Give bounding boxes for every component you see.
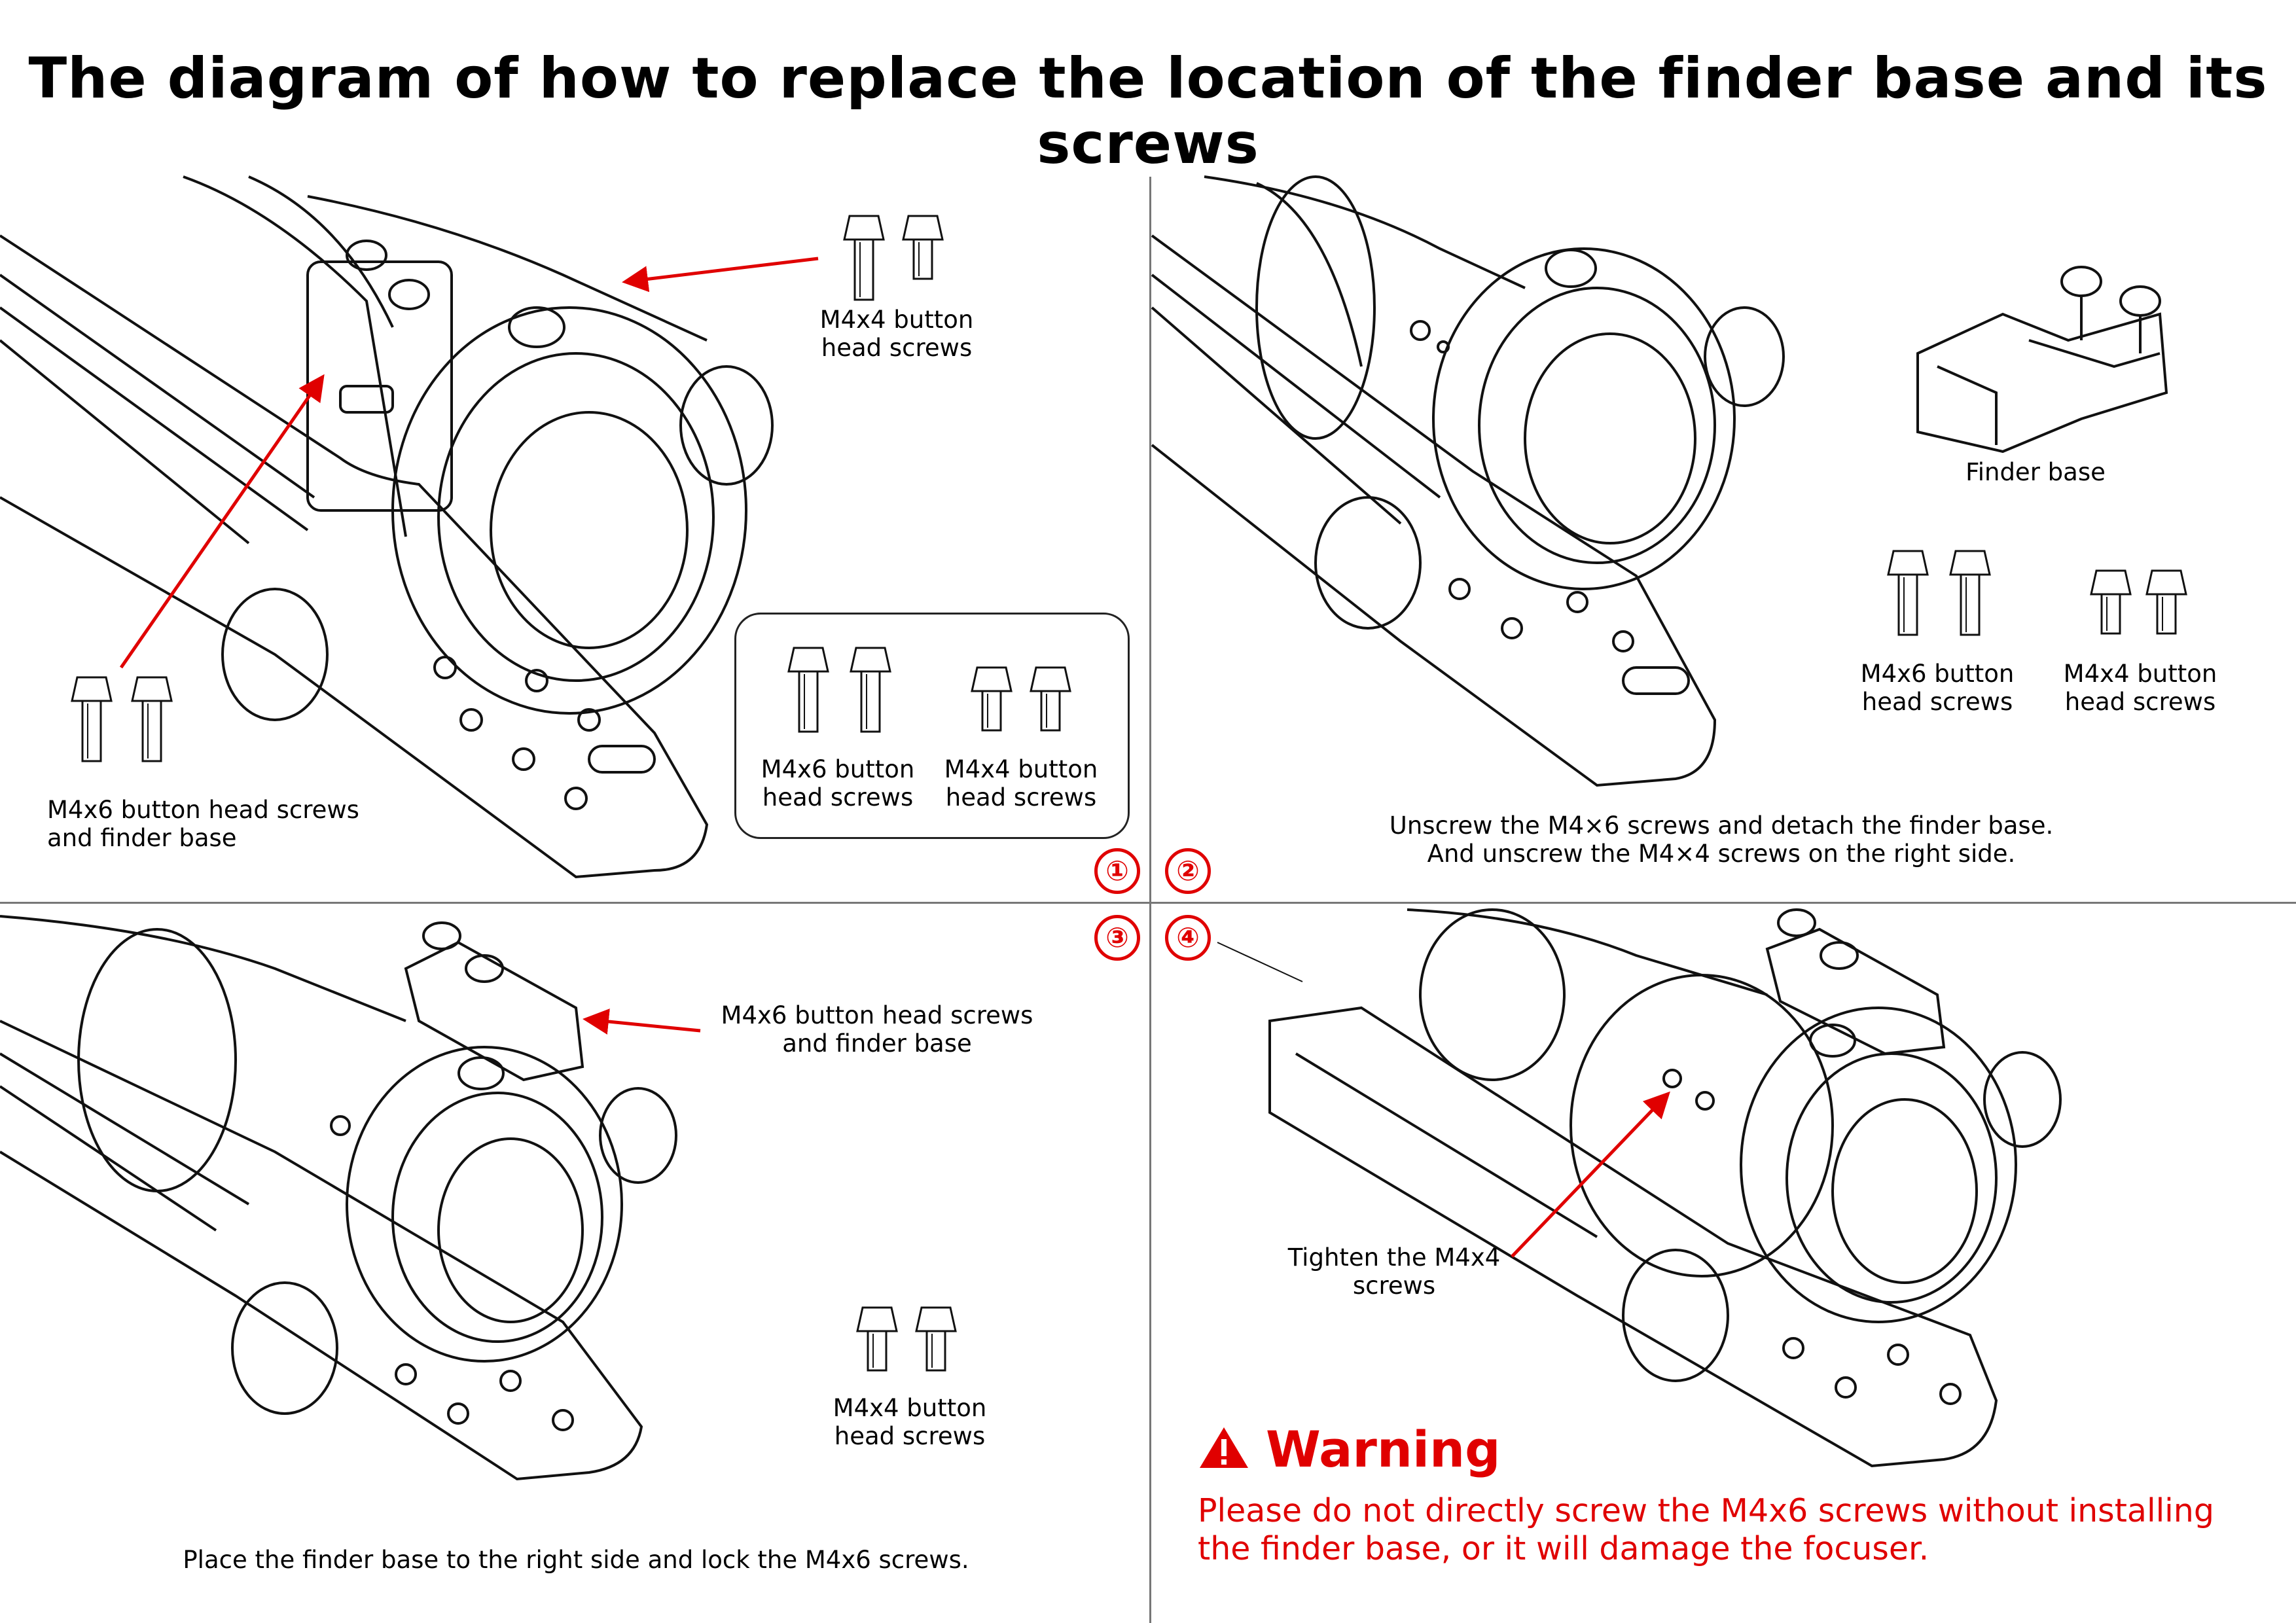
legend-m4x4-label: M4x4 button head screws [944,755,1098,812]
panel-1-m4x4-screw-icon [843,215,885,301]
panel-2-m4x4-label: M4x4 button head screws [2063,660,2217,716]
panel-divider-horizontal [0,902,2296,904]
step-number-1: ① [1094,848,1140,894]
warning-heading: Warning [1198,1420,1501,1482]
step-number-2: ② [1165,848,1211,894]
legend-m4x6-label: M4x6 button head screws [761,755,915,812]
panel-3-m4x4-screw-icon [856,1306,898,1372]
screw-legend-box [734,613,1130,839]
panel-1-m4x6-screw-icon-2 [131,676,173,762]
panel-4-leader-line [1217,942,1303,982]
panel-4-tighten-label: Tighten the M4x4 screws [1287,1243,1501,1300]
panel-3-m4x6-label: M4x6 button head screws and finder base [721,1001,1033,1058]
panel-1-m4x4-label: M4x4 button head screws [819,306,974,362]
warning-text: Please do not directly screw the M4x6 sc… [1198,1492,2214,1567]
warning-triangle-icon [1198,1424,1250,1482]
step-number-4: ④ [1165,915,1211,961]
panel-2-m4x4-screw-icon [2090,569,2132,635]
panel-2-m4x4-screw-icon-2 [2145,569,2187,635]
panel-2-focuser-drawing [1151,175,1785,787]
panel-1-m4x4-screw-icon-2 [902,215,944,280]
panel-3-m4x4-label: M4x4 button head screws [833,1394,987,1450]
panel-3-arrow [583,1008,701,1035]
panel-1-arrow-m4x4 [622,257,819,293]
panel-1-focuser-drawing [0,175,774,879]
finder-base-label: Finder base [1965,458,2106,486]
step-number-3: ③ [1094,915,1140,961]
warning-title: Warning [1266,1420,1501,1478]
panel-3-focuser-drawing [0,915,677,1481]
panel-3-instruction: Place the finder base to the right side … [183,1546,969,1574]
panel-2-m4x6-label: M4x6 button head screws [1860,660,2015,716]
panel-1-arrow-m4x6 [119,374,325,669]
panel-2-m4x6-screw-icon [1887,550,1929,636]
panel-2-instruction: Unscrew the M4×6 screws and detach the f… [1389,812,2054,868]
finder-base-drawing [1916,266,2168,454]
panel-divider-vertical [1149,177,1151,1623]
panel-4-focuser-drawing [1268,908,2062,1468]
panel-1-m4x6-screw-icon [71,676,113,762]
panel-1-m4x6-label: M4x6 button head screws and finder base [47,796,359,852]
panel-4-arrow [1511,1091,1670,1258]
panel-3-m4x4-screw-icon-2 [915,1306,957,1372]
page-title: The diagram of how to replace the locati… [28,46,2268,177]
panel-2-m4x6-screw-icon-2 [1949,550,1991,636]
